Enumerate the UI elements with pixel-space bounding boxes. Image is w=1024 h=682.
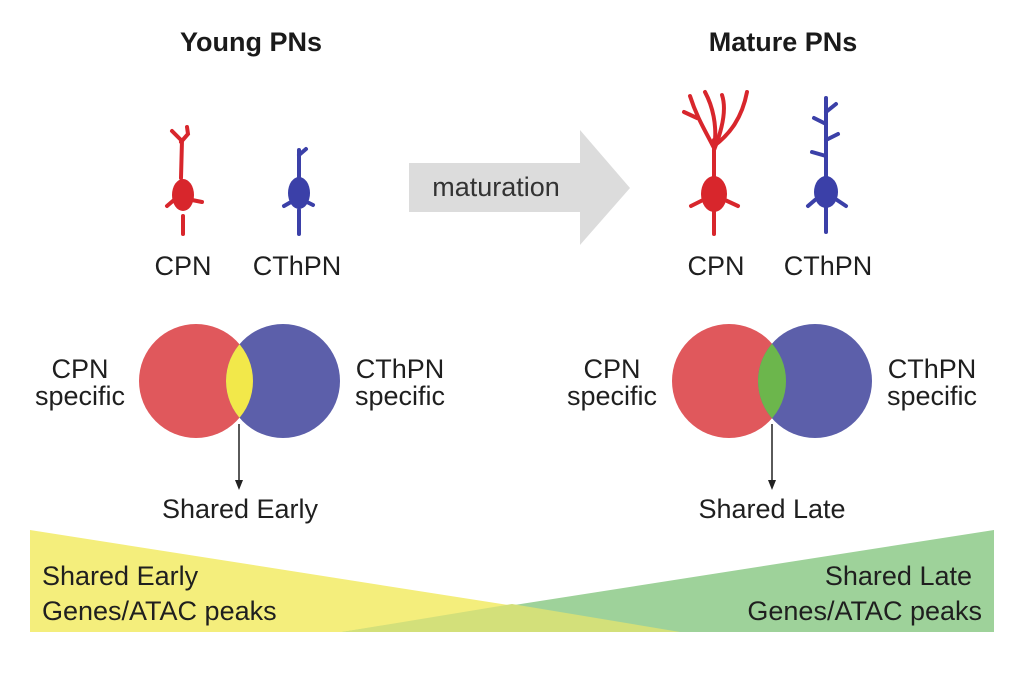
venn-mature-right-label-1: CThPN bbox=[888, 354, 977, 384]
venn-mature bbox=[672, 324, 872, 490]
venn-mature-right-label-2: specific bbox=[887, 381, 977, 411]
mature-cpn-label: CPN bbox=[687, 251, 744, 281]
young-cthpn-neuron-icon bbox=[282, 147, 315, 236]
venn-mature-left-label-2: specific bbox=[567, 381, 657, 411]
venn-mature-cpn-circle bbox=[672, 324, 786, 438]
venn-mature-left-label-1: CPN bbox=[583, 354, 640, 384]
venn-young-left-label-1: CPN bbox=[51, 354, 108, 384]
venn-young-cthpn-circle bbox=[226, 324, 340, 438]
heading-mature-pns: Mature PNs bbox=[709, 27, 858, 57]
young-cthpn-label: CThPN bbox=[253, 251, 342, 281]
wedge-left-line1: Shared Early bbox=[42, 561, 199, 591]
maturation-label: maturation bbox=[432, 172, 560, 202]
shared-early-label: Shared Early bbox=[162, 494, 319, 524]
venn-young-right-label-2: specific bbox=[355, 381, 445, 411]
mature-cthpn-label: CThPN bbox=[784, 251, 873, 281]
maturation-arrow: maturation bbox=[409, 130, 630, 245]
wedge-left-line2: Genes/ATAC peaks bbox=[42, 596, 277, 626]
young-cpn-label: CPN bbox=[154, 251, 211, 281]
wedge-right-line2: Genes/ATAC peaks bbox=[747, 596, 982, 626]
venn-young-right-label-1: CThPN bbox=[356, 354, 445, 384]
venn-young-cpn-circle bbox=[139, 324, 253, 438]
shared-late-label: Shared Late bbox=[698, 494, 845, 524]
wedge-overlap bbox=[342, 604, 680, 632]
mature-cpn-neuron-icon bbox=[682, 90, 749, 236]
wedge-right-line1: Shared Late bbox=[825, 561, 972, 591]
venn-young bbox=[139, 324, 340, 490]
venn-mature-cthpn-circle bbox=[758, 324, 872, 438]
mature-cthpn-neuron-icon bbox=[806, 96, 848, 234]
gradient-wedges bbox=[30, 530, 994, 632]
young-cpn-neuron-icon bbox=[165, 125, 204, 236]
heading-young-pns: Young PNs bbox=[180, 27, 322, 57]
venn-young-left-label-2: specific bbox=[35, 381, 125, 411]
